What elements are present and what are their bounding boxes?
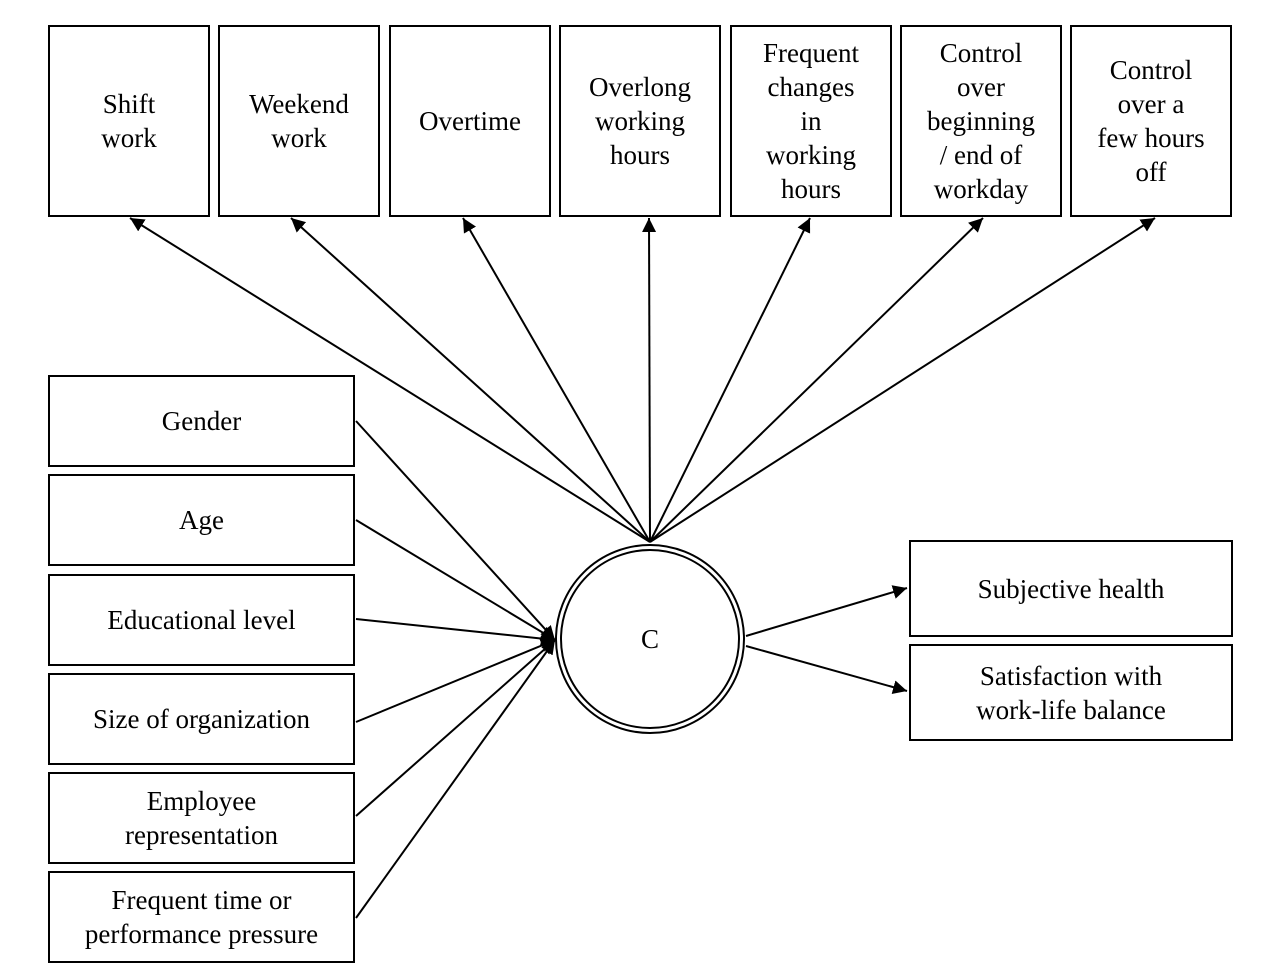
indicator-box-overlong-working-hours: Overlong working hours xyxy=(559,25,721,217)
arrow-c-to-overlong-hours xyxy=(642,217,657,543)
arrow-educational-level-to-c xyxy=(355,618,556,646)
indicator-box-overtime: Overtime xyxy=(389,25,551,217)
latent-class-node: C xyxy=(555,544,745,734)
arrow-age-to-c xyxy=(355,519,556,641)
arrow-c-to-weekend-work xyxy=(290,217,651,543)
arrow-gender-to-c xyxy=(355,420,556,641)
outcome-box-work-life-balance: Satisfaction with work-life balance xyxy=(909,644,1233,741)
latent-class-label: C xyxy=(640,623,659,654)
indicator-box-control-hours-off: Control over a few hours off xyxy=(1070,25,1232,217)
arrow-c-to-work-life-balance xyxy=(745,645,908,694)
latent-class-inner-ring xyxy=(560,549,740,729)
indicator-box-weekend-work: Weekend work xyxy=(218,25,380,217)
indicator-box-control-begin-end: Control over beginning / end of workday xyxy=(900,25,1062,217)
arrow-size-of-organization-to-c xyxy=(355,638,556,723)
arrow-employee-representation-to-c xyxy=(355,639,556,817)
covariate-box-time-pressure: Frequent time or performance pressure xyxy=(48,871,355,963)
arrow-time-pressure-to-c xyxy=(355,639,556,919)
arrow-c-to-shift-work xyxy=(129,217,651,543)
covariate-box-size-of-organization: Size of organization xyxy=(48,673,355,765)
arrow-c-to-frequent-changes xyxy=(649,217,811,543)
arrow-c-to-control-hours-off xyxy=(649,217,1156,543)
covariate-box-educational-level: Educational level xyxy=(48,574,355,666)
covariate-box-gender: Gender xyxy=(48,375,355,467)
arrow-c-to-control-begin-end xyxy=(649,217,984,543)
covariate-box-age: Age xyxy=(48,474,355,566)
arrow-c-to-subjective-health xyxy=(745,585,908,637)
indicator-box-shift-work: Shift work xyxy=(48,25,210,217)
outcome-box-subjective-health: Subjective health xyxy=(909,540,1233,637)
indicator-box-frequent-changes: Frequent changes in working hours xyxy=(730,25,892,217)
covariate-box-employee-representation: Employee representation xyxy=(48,772,355,864)
arrow-c-to-overtime xyxy=(462,217,651,543)
